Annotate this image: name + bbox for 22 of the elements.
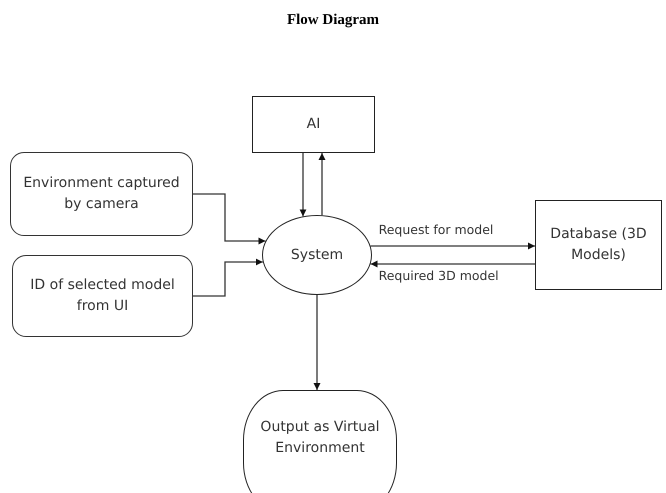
node-text: Output as Virtual Environment [259,418,381,458]
node-text: Database (3D Models) [549,225,648,265]
data-store-box [535,200,662,290]
input-box [10,152,193,236]
output-terminal [243,390,397,493]
node-text: Environment captured by camera [22,174,181,214]
arrow [370,242,535,250]
arrow [318,153,326,216]
node-text: ID of selected model from UI [29,276,176,316]
arrow [370,260,535,268]
edge-label: Required 3D model [378,268,499,283]
node-text: AI [306,115,320,134]
node-text: System [290,246,344,264]
process-ellipse [262,215,372,295]
arrow [193,193,266,244]
arrow [300,153,306,216]
process-box [252,96,375,153]
edge-label: Request for model [378,222,494,237]
diagram-title: Flow Diagram [286,12,380,29]
input-box [12,255,193,337]
arrow [193,258,263,297]
arrow [314,295,320,390]
